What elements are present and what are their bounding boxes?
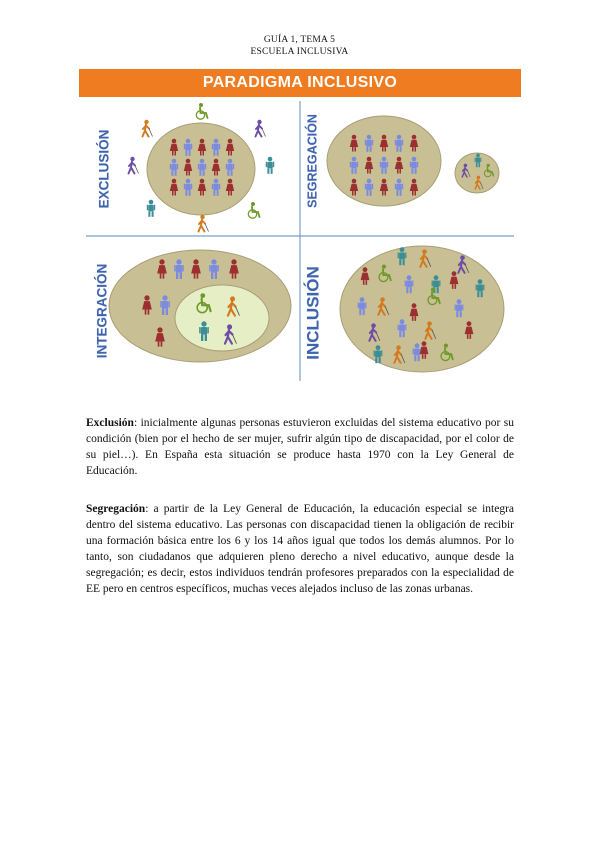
woman-icon	[169, 178, 179, 196]
wheelchair-icon	[440, 343, 454, 362]
man-icon	[409, 156, 419, 174]
man-icon	[146, 199, 156, 217]
woman-icon	[394, 156, 404, 174]
woman-icon	[197, 178, 207, 196]
walking-person-icon	[419, 249, 432, 268]
label-exclusion: EXCLUSIÓN	[97, 130, 112, 209]
man-icon	[211, 178, 221, 196]
walking-person-icon	[226, 296, 240, 317]
label-inclusion: INCLUSIÓN	[303, 266, 322, 360]
man-icon	[160, 295, 170, 315]
walking-person-icon	[457, 255, 470, 274]
man-icon	[169, 158, 179, 176]
woman-icon	[379, 178, 389, 196]
man-icon	[197, 158, 207, 176]
woman-icon	[419, 341, 429, 359]
woman-icon	[142, 295, 152, 315]
woman-icon	[409, 178, 419, 196]
wheelchair-icon	[247, 202, 261, 219]
woman-icon	[225, 138, 235, 156]
woman-icon	[364, 156, 374, 174]
man-icon	[225, 158, 235, 176]
label-integracion: INTEGRACIÓN	[95, 264, 110, 359]
wheelchair-icon	[195, 103, 209, 120]
woman-icon	[360, 267, 370, 285]
text-segregation: : a partir de la Ley General de Educació…	[86, 502, 514, 595]
man-icon	[209, 259, 219, 279]
woman-icon	[464, 321, 474, 339]
inclusion-circle	[339, 245, 505, 373]
section-banner: PARADIGMA INCLUSIVO	[79, 69, 521, 97]
man-icon	[379, 156, 389, 174]
woman-icon	[197, 138, 207, 156]
man-icon	[211, 138, 221, 156]
woman-icon	[157, 259, 167, 279]
man-icon	[454, 299, 464, 318]
walking-person-icon	[393, 345, 406, 364]
man-icon	[404, 275, 414, 294]
paragraph-exclusion: Exclusión: inicialmente algunas personas…	[86, 415, 514, 479]
woman-icon	[449, 271, 459, 289]
header-guide-line: GUÍA 1, TEMA 5	[263, 35, 336, 45]
man-icon	[397, 247, 407, 266]
woman-icon	[211, 158, 221, 176]
term-segregation: Segregación	[86, 502, 146, 515]
wheelchair-icon	[483, 163, 495, 178]
paradigm-diagram: EXCLUSIÓN SEGREGACIÓN INTEGRACIÓN INCLUS…	[84, 99, 516, 384]
man-icon	[174, 259, 184, 279]
walking-person-icon	[424, 321, 437, 340]
walking-person-icon	[197, 214, 209, 233]
woman-icon	[225, 178, 235, 196]
text-exclusion: : inicialmente algunas personas estuvier…	[86, 416, 514, 477]
man-icon	[475, 279, 485, 298]
man-icon	[199, 321, 209, 341]
woman-icon	[229, 259, 239, 279]
woman-icon	[169, 138, 179, 156]
woman-icon	[155, 327, 165, 347]
man-icon	[357, 297, 367, 316]
walking-person-icon	[368, 323, 381, 342]
label-segregacion: SEGREGACIÓN	[304, 114, 319, 208]
man-icon	[412, 343, 422, 362]
walking-person-icon	[377, 297, 390, 316]
man-icon	[364, 134, 374, 152]
woman-icon	[183, 158, 193, 176]
header-topic-line: ESCUELA INCLUSIVA	[250, 47, 349, 57]
woman-icon	[191, 259, 201, 279]
walking-person-icon	[223, 324, 237, 345]
woman-icon	[349, 178, 359, 196]
woman-icon	[409, 303, 419, 321]
man-icon	[394, 134, 404, 152]
woman-icon	[379, 134, 389, 152]
paragraph-segregation: Segregación: a partir de la Ley General …	[86, 501, 514, 597]
wheelchair-icon	[427, 287, 441, 306]
man-icon	[364, 178, 374, 196]
woman-icon	[349, 134, 359, 152]
walking-person-icon	[461, 163, 471, 178]
term-exclusion: Exclusión	[86, 416, 134, 429]
walking-person-icon	[254, 119, 266, 138]
segregation-small-circle	[454, 152, 500, 194]
page-header: GUÍA 1, TEMA 5 ESCUELA INCLUSIVA	[0, 34, 599, 58]
walking-person-icon	[474, 175, 484, 190]
man-icon	[397, 319, 407, 338]
man-icon	[394, 178, 404, 196]
wheelchair-icon	[196, 293, 212, 314]
man-icon	[349, 156, 359, 174]
wheelchair-icon	[378, 264, 392, 283]
walking-person-icon	[127, 156, 139, 175]
man-icon	[474, 153, 482, 168]
man-icon	[373, 345, 383, 364]
integration-inner-circle	[174, 284, 270, 352]
man-icon	[265, 156, 275, 174]
man-icon	[183, 178, 193, 196]
walking-person-icon	[141, 119, 153, 138]
woman-icon	[409, 134, 419, 152]
man-icon	[183, 138, 193, 156]
